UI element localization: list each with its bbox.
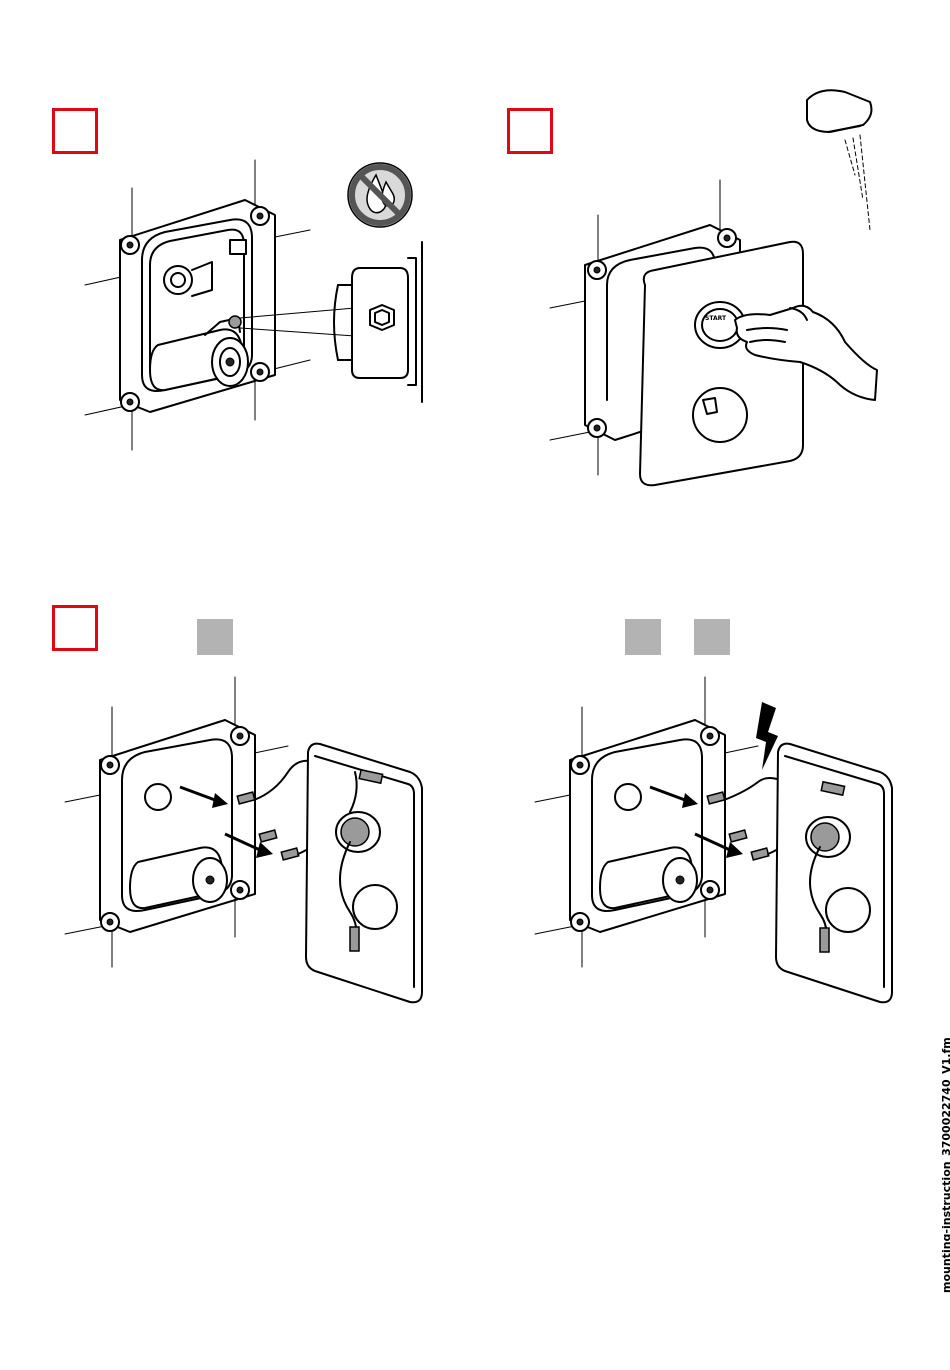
illustration-valve-box	[80, 150, 440, 460]
lightning-icon	[756, 702, 778, 770]
illustration-cover-press: START	[545, 80, 895, 490]
document-filename: mounting-instruction_3700022740_V1.fm	[940, 1037, 950, 1293]
shower-head-icon	[807, 90, 871, 230]
illustration-disconnect-electric	[530, 672, 900, 1002]
step-box-1	[52, 108, 98, 154]
illustration-disconnect-cables	[60, 672, 430, 1002]
no-water-symbol-icon	[348, 163, 412, 227]
start-button-label: START	[705, 315, 727, 322]
gray-box-1	[197, 619, 233, 655]
step-box-3	[52, 605, 98, 651]
gray-box-3	[694, 619, 730, 655]
gray-box-2	[625, 619, 661, 655]
